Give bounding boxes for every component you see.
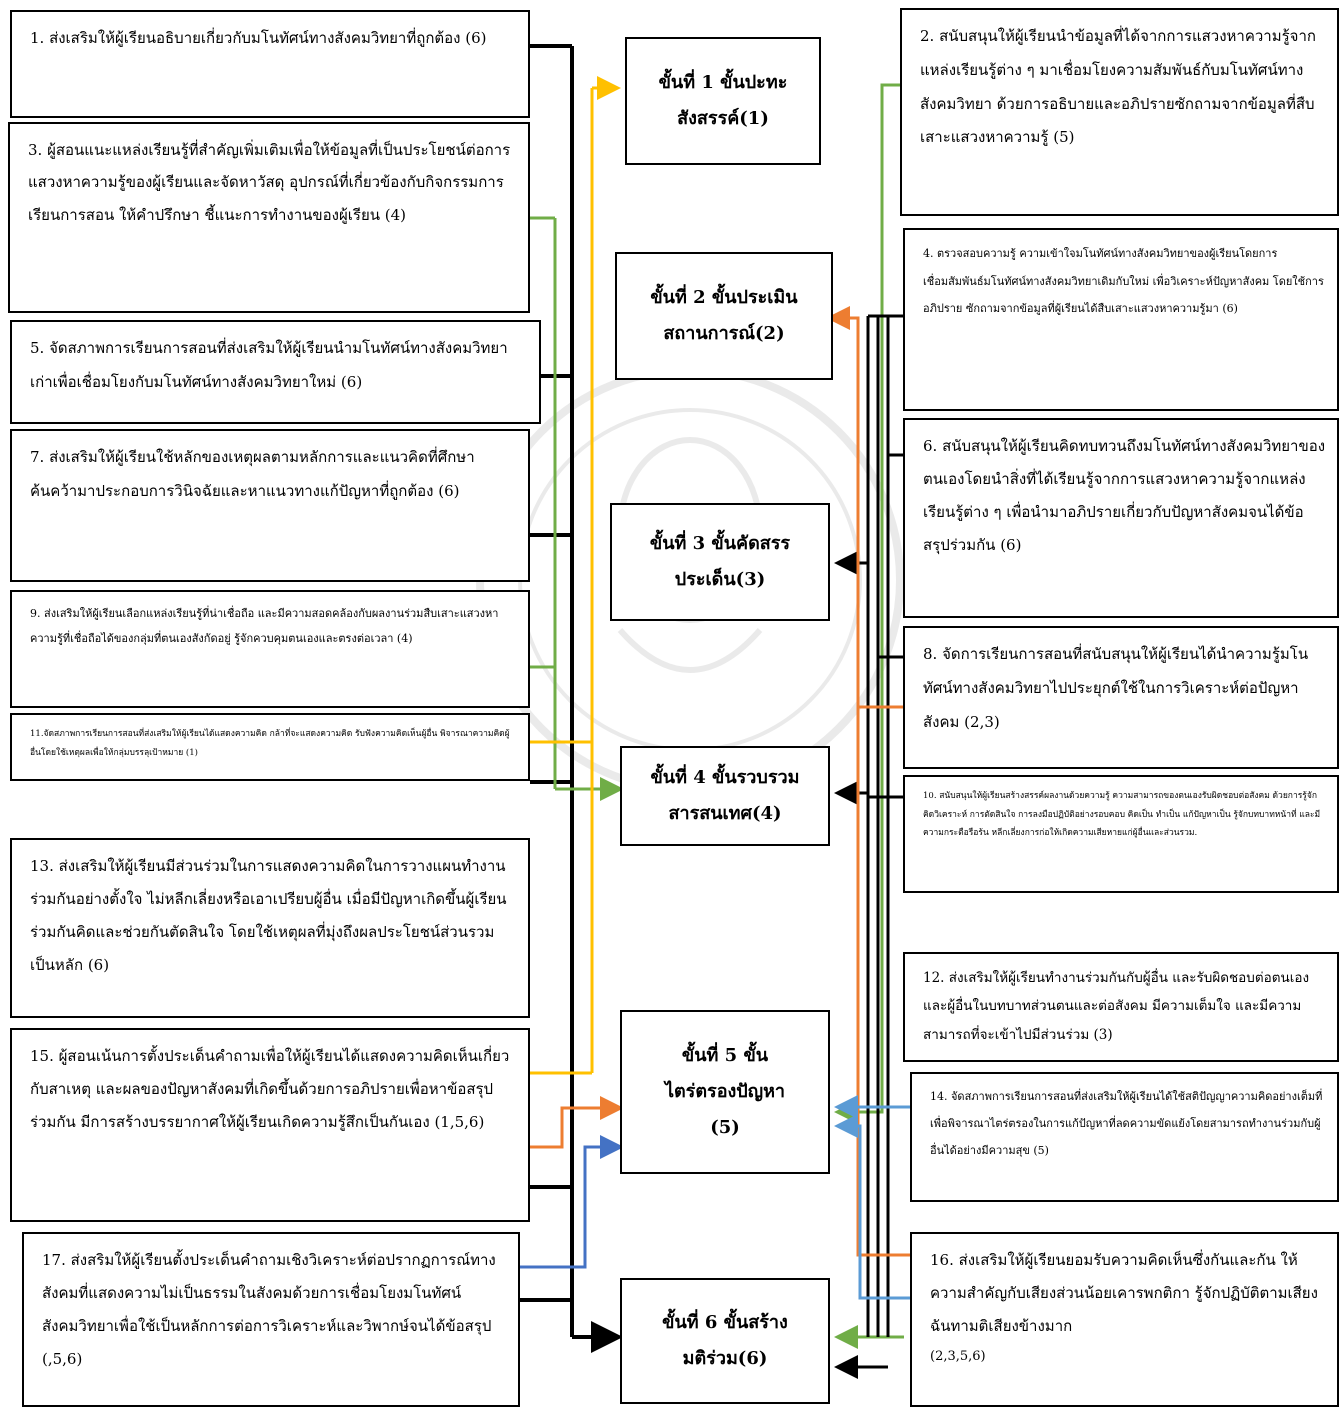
left-box-7-text: 7. ส่งเสริมให้ผู้เรียนใช้หลักของเหตุผลตา… [30,448,475,500]
left-box-17: 17. ส่งสริมให้ผู้เรียนตั้งประเด็นคำถามเช… [22,1232,520,1407]
step-5-box: ขั้นที่ 5 ขั้น ไตร่ตรองปัญหา (5) [620,1010,830,1174]
right-box-6: 6. สนับสนุนให้ผู้เรียนคิดทบทวนถึงมโนทัศน… [903,418,1339,618]
right-box-14-text: 14. จัดสภาพการเรียนการสอนที่ส่งเสริมให้ผ… [930,1090,1323,1157]
right-box-10: 10. สนับสนุนให้ผู้เรียนสร้างสรรค์ผลงานด้… [903,775,1339,893]
step-2-box: ขั้นที่ 2 ขั้นประเมิน สถานการณ์(2) [615,252,833,380]
step-6-line2: มติร่วม(6) [682,1348,768,1369]
right-box-4: 4. ตรวจสอบความรู้ ความเข้าใจมโนทัศน์ทางส… [903,228,1339,411]
left-box-9: 9. ส่งเสริมให้ผู้เรียนเลือกแหล่งเรียนรู้… [10,590,530,708]
right-box-16-extra: (2,3,5,6) [930,1349,986,1364]
right-box-8-text: 8. จัดการเรียนการสอนที่สนับสนุนให้ผู้เรี… [923,645,1309,731]
right-box-6-text: 6. สนับสนุนให้ผู้เรียนคิดทบทวนถึงมโนทัศน… [923,437,1326,554]
step-3-box: ขั้นที่ 3 ขั้นคัดสรร ประเด็น(3) [610,503,830,621]
right-box-2: 2. สนับสนุนให้ผู้เรียนนำข้อมูลที่ได้จากก… [900,8,1339,216]
left-box-5: 5. จัดสภาพการเรียนการสอนที่ส่งเสริมให้ผู… [10,320,541,424]
left-box-1: 1. ส่งเสริมให้ผู้เรียนอธิบายเกี่ยวกับมโน… [10,10,530,118]
step-5-line2: ไตร่ตรองปัญหา [664,1081,786,1102]
left-box-17-text: 17. ส่งสริมให้ผู้เรียนตั้งประเด็นคำถามเช… [42,1251,496,1368]
step-4-box: ขั้นที่ 4 ขั้นรวบรวม สารสนเทศ(4) [620,746,830,846]
left-box-3-text: 3. ผู้สอนแนะแหล่งเรียนรู้ที่สำคัญเพิ่มเต… [28,141,511,224]
left-box-5-text: 5. จัดสภาพการเรียนการสอนที่ส่งเสริมให้ผู… [30,339,508,391]
step-5-line3: (5) [710,1117,740,1138]
step-3-line2: ประเด็น(3) [674,569,766,590]
step-1-line1: ขั้นที่ 1 ขั้นปะทะ [658,72,788,93]
right-box-12-text: 12. ส่งเสริมให้ผู้เรียนทำงานร่วมกันกับผู… [923,970,1310,1043]
right-box-4-text: 4. ตรวจสอบความรู้ ความเข้าใจมโนทัศน์ทางส… [923,247,1324,315]
step-1-line2: สังสรรค์(1) [677,108,769,129]
step-3-line1: ขั้นที่ 3 ขั้นคัดสรร [649,533,791,554]
left-box-11: 11.จัดสภาพการเรียนการสอนที่ส่งเสริมให้ผู… [10,713,530,781]
left-box-9-text: 9. ส่งเสริมให้ผู้เรียนเลือกแหล่งเรียนรู้… [30,607,499,645]
left-box-13: 13. ส่งเสริมให้ผู้เรียนมีส่วนร่วมในการแส… [10,838,530,1018]
left-box-7: 7. ส่งเสริมให้ผู้เรียนใช้หลักของเหตุผลตา… [10,429,530,582]
right-box-16: 16. ส่งเสริมให้ผู้เรียนยอมรับความคิดเห็น… [910,1232,1339,1407]
left-box-11-text: 11.จัดสภาพการเรียนการสอนที่ส่งเสริมให้ผู… [30,729,510,758]
step-2-line2: สถานการณ์(2) [663,323,785,344]
left-box-15: 15. ผู้สอนเน้นการตั้งประเด็นคำถามเพื่อให… [10,1028,530,1222]
right-box-10-text: 10. สนับสนุนให้ผู้เรียนสร้างสรรค์ผลงานด้… [923,791,1321,839]
step-6-line1: ขั้นที่ 6 ขั้นสร้าง [662,1312,788,1333]
right-box-14: 14. จัดสภาพการเรียนการสอนที่ส่งเสริมให้ผ… [910,1072,1339,1202]
step-5-line1: ขั้นที่ 5 ขั้น [681,1045,769,1066]
right-box-8: 8. จัดการเรียนการสอนที่สนับสนุนให้ผู้เรี… [903,626,1339,769]
left-box-13-text: 13. ส่งเสริมให้ผู้เรียนมีส่วนร่วมในการแส… [30,857,507,974]
right-box-12: 12. ส่งเสริมให้ผู้เรียนทำงานร่วมกันกับผู… [903,952,1339,1062]
left-box-3: 3. ผู้สอนแนะแหล่งเรียนรู้ที่สำคัญเพิ่มเต… [8,122,530,313]
left-box-15-text: 15. ผู้สอนเน้นการตั้งประเด็นคำถามเพื่อให… [30,1047,510,1131]
step-4-line2: สารสนเทศ(4) [668,803,782,824]
step-2-line1: ขั้นที่ 2 ขั้นประเมิน [650,287,798,308]
right-box-16-text: 16. ส่งเสริมให้ผู้เรียนยอมรับความคิดเห็น… [930,1251,1318,1335]
right-box-2-text: 2. สนับสนุนให้ผู้เรียนนำข้อมูลที่ได้จากก… [920,27,1316,147]
left-box-1-text: 1. ส่งเสริมให้ผู้เรียนอธิบายเกี่ยวกับมโน… [30,29,487,47]
step-1-box: ขั้นที่ 1 ขั้นปะทะ สังสรรค์(1) [625,37,821,165]
step-4-line1: ขั้นที่ 4 ขั้นรวบรวม [650,767,800,788]
step-6-box: ขั้นที่ 6 ขั้นสร้าง มติร่วม(6) [620,1278,830,1404]
